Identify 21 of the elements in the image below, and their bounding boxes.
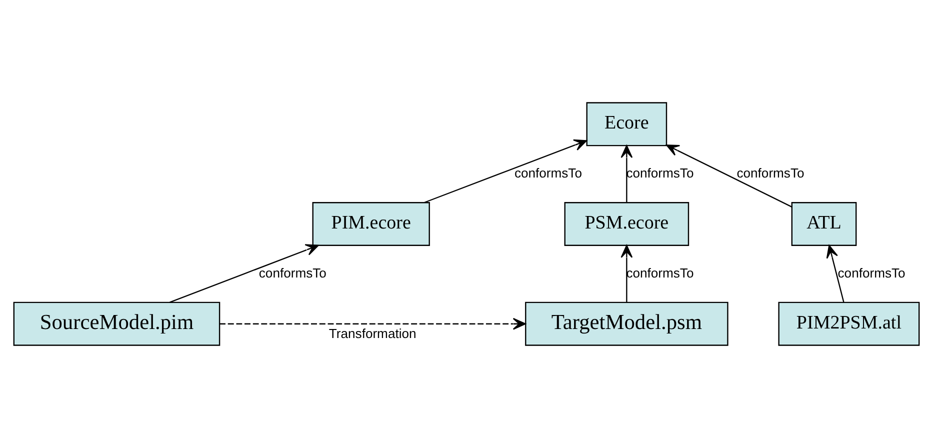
edge-label: conformsTo [626, 264, 694, 280]
arrow [620, 244, 633, 302]
edge-label: Transformation [328, 325, 416, 340]
edge-label: conformsTo [258, 264, 326, 280]
node-box: SourceModel.pim [13, 301, 220, 346]
node-box: PIM.ecore [312, 202, 430, 246]
arrow [666, 144, 792, 207]
edge-label: conformsTo [626, 164, 694, 180]
node-box: PIM2PSM.atl [778, 301, 920, 346]
arrow [826, 244, 844, 302]
edge-label: conformsTo [514, 164, 582, 180]
arrow [424, 138, 588, 203]
arrow [170, 244, 319, 302]
node-box: PSM.ecore [564, 202, 690, 246]
edge-label: conformsTo [736, 164, 804, 180]
node-box: ATL [791, 202, 857, 246]
arrow [620, 144, 633, 202]
arrow [220, 317, 526, 330]
node-box: Ecore [586, 102, 668, 146]
node-box: TargetModel.psm [525, 301, 728, 346]
edge-label: conformsTo [838, 264, 906, 280]
